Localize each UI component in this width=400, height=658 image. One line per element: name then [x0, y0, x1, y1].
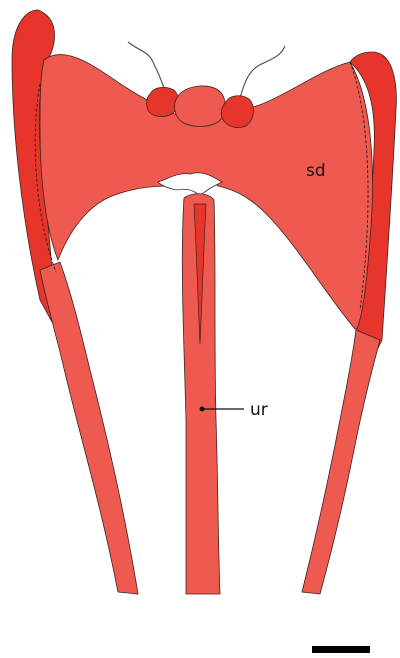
label-sd: sd [306, 161, 326, 181]
label-ur: ur [250, 400, 268, 420]
right-long-limb [302, 330, 380, 594]
left-long-limb [40, 262, 138, 594]
scale-bar [312, 646, 370, 653]
right-ossicle [221, 96, 253, 128]
left-ossicle [147, 87, 179, 116]
middle-ossicle [175, 86, 226, 127]
